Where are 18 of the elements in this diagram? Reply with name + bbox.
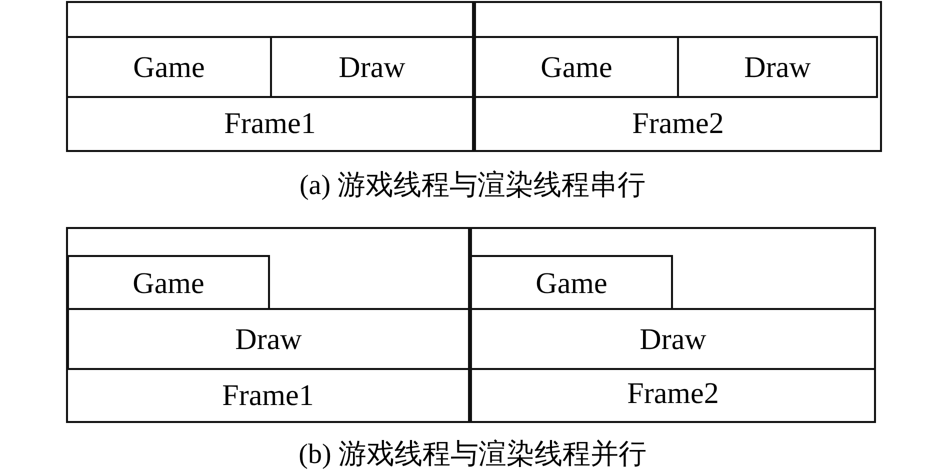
frame-box [470, 227, 876, 423]
frame-label: Frame1 [221, 378, 315, 414]
frame-box [66, 1, 474, 152]
figure-caption: (a) 游戏线程与渲染线程串行 [299, 170, 646, 201]
task-box: Draw [67, 308, 470, 370]
frame-label: Frame2 [626, 376, 720, 412]
task-box: Draw [270, 36, 474, 98]
frame-label: Frame2 [631, 106, 725, 142]
task-box: Draw [470, 308, 876, 370]
frame-box [474, 1, 882, 152]
task-box: Game [67, 255, 270, 310]
frame-label: Frame1 [223, 106, 317, 142]
figure-caption: (b) 游戏线程与渲染线程并行 [298, 439, 646, 470]
frame-box [66, 227, 470, 423]
task-box: Game [66, 36, 272, 98]
task-box: Game [470, 255, 673, 310]
task-box: Draw [677, 36, 878, 98]
task-box: Game [474, 36, 679, 98]
